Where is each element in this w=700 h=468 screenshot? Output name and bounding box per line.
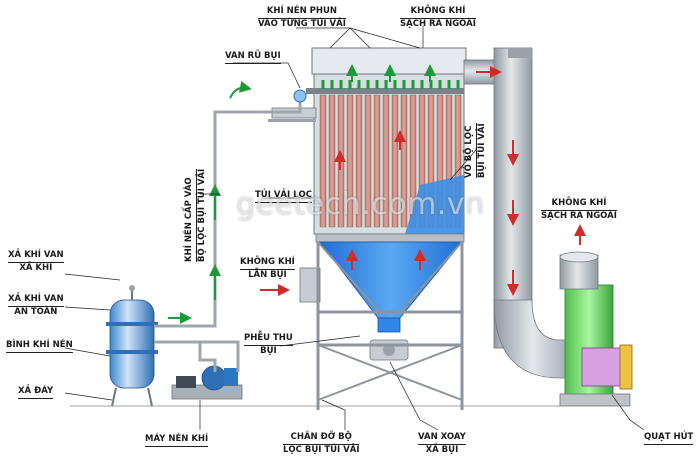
dust-shake-valve <box>293 89 307 103</box>
spray-nozzle <box>375 80 379 89</box>
fan-motor <box>581 347 627 387</box>
exhaust-fan <box>559 251 633 407</box>
filter-bag <box>391 94 399 228</box>
support-frame <box>316 241 464 410</box>
label-line: SẠCH RA NGOÀI <box>400 19 476 29</box>
spray-nozzle <box>321 80 325 89</box>
label-line: PHỄU THU <box>244 333 293 346</box>
spray-nozzle <box>330 80 334 89</box>
label-line: BỤI TÚI VẢI <box>477 123 487 178</box>
label-clean-air-top: KHÔNG KHÍ SẠCH RA NGOÀI <box>400 6 476 30</box>
label-line: CHÂN ĐỠ BỘ <box>283 432 360 445</box>
label-line: KHÍ NÉN CẤP VÀO <box>184 168 197 262</box>
label-filter-shell: VỎ BỘ LỌC BỤI TÚI VẢI <box>464 123 488 178</box>
label-line: XẢ KHÍ VAN <box>8 294 64 307</box>
spray-nozzle <box>447 80 451 89</box>
spray-nozzle <box>438 80 442 89</box>
label-dusty-air-in: KHÔNG KHÍ LẪN BỤI <box>240 257 295 281</box>
filter-bags <box>319 94 462 228</box>
label-line: VỎ BỘ LỌC <box>464 123 477 178</box>
label-dust-hopper: PHỄU THU BỤI <box>244 333 293 357</box>
label-compressed-air-supply: KHÍ NÉN CẤP VÀO BỘ LỌC BỤI TÚI VẢI <box>184 168 208 262</box>
label-line: LẪN BỤI <box>248 270 287 280</box>
label-line: BỤI <box>260 346 277 356</box>
dust-inlet-box <box>299 267 321 303</box>
filter-bag <box>364 94 372 228</box>
label-line: XẢ BỤI <box>425 445 459 455</box>
spray-nozzle <box>384 80 388 89</box>
label-line: XẢ KHÍ VAN <box>8 250 64 263</box>
header-pipe <box>306 88 464 94</box>
label-line: KHÔNG KHÍ <box>240 257 295 270</box>
label-line: AN TOÀN <box>14 307 58 317</box>
filter-shell-panel <box>405 175 464 234</box>
label-line: SẠCH RA NGOÀI <box>541 211 617 221</box>
spray-nozzle <box>348 80 352 89</box>
label-line: VÀO TỪNG TÚI VẢI <box>258 19 346 29</box>
label-bottom-drain: XẢ ĐÁY <box>18 386 54 399</box>
label-air-tank: BÌNH KHÍ NÉN <box>6 340 73 353</box>
filter-bag <box>319 94 327 228</box>
label-exhaust-fan: QUẠT HÚT <box>644 432 694 445</box>
label-line: KHÔNG KHÍ <box>400 6 476 19</box>
spray-nozzle <box>456 80 460 89</box>
label-tank-vent-valve: XẢ KHÍ VAN XẢ KHÍ <box>8 250 64 274</box>
spray-nozzle <box>402 80 406 89</box>
label-line: VAN XOAY <box>418 432 466 445</box>
watermark: geetech.com.vn <box>236 187 485 222</box>
label-compressed-air-spray: KHÍ NÉN PHUN VÀO TỪNG TÚI VẢI <box>258 6 346 30</box>
filter-bag <box>355 94 363 228</box>
air-compressor <box>171 365 243 400</box>
spray-nozzle <box>420 80 424 89</box>
label-dust-shake-valve: VAN RŨ BỤI <box>225 51 281 64</box>
label-safety-valve: XẢ KHÍ VAN AN TOÀN <box>8 294 64 318</box>
spray-nozzles <box>321 80 460 89</box>
spray-nozzle <box>429 80 433 89</box>
air-tank <box>106 285 158 407</box>
spray-nozzle <box>357 80 361 89</box>
spray-nozzle <box>411 80 415 89</box>
compressed-air-arrows <box>168 64 436 324</box>
filter-bag <box>373 94 381 228</box>
label-support-frame: CHÂN ĐỠ BỘ LỌC BỤI TÚI VẢI <box>283 432 360 456</box>
spray-nozzle <box>339 80 343 89</box>
filter-bag <box>382 94 390 228</box>
label-air-compressor: MÁY NÉN KHÍ <box>145 434 209 447</box>
label-line: XẢ KHÍ <box>19 263 53 273</box>
label-rotary-valve: VAN XOAY XẢ BỤI <box>418 432 466 456</box>
label-line: KHÔNG KHÍ <box>541 198 617 211</box>
label-clean-air-right: KHÔNG KHÍ SẠCH RA NGOÀI <box>541 198 617 222</box>
label-filter-bag: TÚI VẢI LỌC <box>255 190 312 203</box>
spray-nozzle <box>366 80 370 89</box>
exhaust-duct <box>493 47 581 379</box>
dust-hopper <box>315 233 465 361</box>
compressed-air-piping <box>154 90 302 372</box>
spray-nozzle <box>393 80 397 89</box>
filter-bag <box>400 94 408 228</box>
airflow-arrows <box>260 66 586 296</box>
label-line: BỘ LỌC BỤI TÚI VẢI <box>197 168 207 262</box>
label-line: KHÍ NÉN PHUN <box>258 6 346 19</box>
filter-bag <box>346 94 354 228</box>
label-line: LỌC BỤI TÚI VẢI <box>283 445 360 455</box>
